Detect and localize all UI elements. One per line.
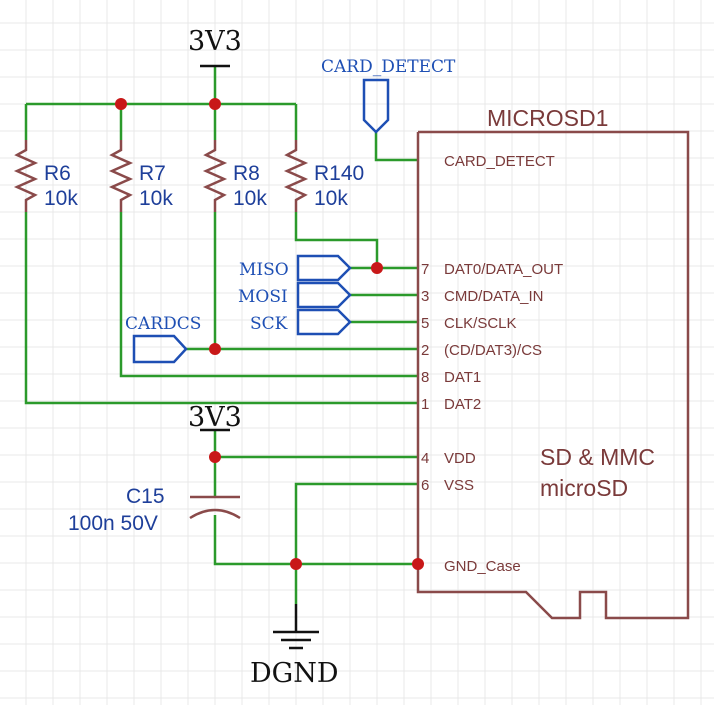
resistor-value: 10k <box>314 187 348 210</box>
net-label-sck: SCK <box>250 314 288 334</box>
ground-symbol: DGND <box>250 604 339 689</box>
junction-dot <box>290 558 302 570</box>
power-3v3-top: 3V3 <box>188 26 242 68</box>
pin-vdd: 4 VDD <box>421 450 476 467</box>
wire-dat2 <box>24 212 418 405</box>
pin-number: 1 <box>421 396 429 413</box>
pin-cs: 2 (CD/DAT3)/CS <box>421 342 542 359</box>
junction-dot <box>412 558 424 570</box>
net-label-card-detect: CARD_DETECT <box>321 57 456 77</box>
pin-name: DAT1 <box>444 369 481 386</box>
pin-cmd: 3 CMD/DATA_IN <box>421 288 543 305</box>
resistor-value: 10k <box>139 187 173 210</box>
pin-number: 7 <box>421 261 429 278</box>
pin-name: (CD/DAT3)/CS <box>444 342 542 359</box>
net-flag-miso: MISO <box>239 254 352 282</box>
resistor-r6: R6 10k <box>13 140 78 212</box>
net-label-cardcs: CARDCS <box>125 314 201 334</box>
pin-name: CLK/SCLK <box>444 315 517 332</box>
capacitor-ref: C15 <box>126 485 165 508</box>
net-label-miso: MISO <box>239 260 289 280</box>
junction-dot <box>115 98 127 110</box>
wire-cap-bottom <box>213 515 418 566</box>
ground-label: DGND <box>250 658 339 689</box>
connector-desc-line2: microSD <box>540 475 628 501</box>
resistor-r140: R140 10k <box>283 140 364 212</box>
resistor-ref: R140 <box>314 162 364 185</box>
wire-dat1 <box>119 212 418 378</box>
pin-name: VDD <box>444 450 476 467</box>
power-label-3v3-top: 3V3 <box>188 26 242 57</box>
net-flag-mosi: MOSI <box>238 281 352 309</box>
pin-dat0: 7 DAT0/DATA_OUT <box>421 261 563 278</box>
pin-dat1: 8 DAT1 <box>421 369 481 386</box>
resistor-value: 10k <box>44 187 78 210</box>
pin-name: DAT2 <box>444 396 481 413</box>
net-flag-sck: SCK <box>250 308 352 336</box>
pin-name: CMD/DATA_IN <box>444 288 543 305</box>
pin-dat2: 1 DAT2 <box>421 396 481 413</box>
power-label-3v3-cap: 3V3 <box>188 402 242 433</box>
connector-desc-line1: SD & MMC <box>540 444 655 470</box>
wire-vss <box>294 482 418 604</box>
pin-number: 6 <box>421 477 429 494</box>
pin-number: 3 <box>421 288 429 305</box>
junction-dot <box>209 98 221 110</box>
resistor-ref: R6 <box>44 162 71 185</box>
pin-number: 8 <box>421 369 429 386</box>
pin-name: GND_Case <box>444 558 521 575</box>
resistor-ref: R8 <box>233 162 260 185</box>
resistor-value: 10k <box>233 187 267 210</box>
pin-card-detect: CARD_DETECT <box>444 153 555 170</box>
pin-number: 2 <box>421 342 429 359</box>
pin-name: CARD_DETECT <box>444 153 555 170</box>
junction-dot <box>209 451 221 463</box>
net-flag-cardcs: CARDCS <box>125 314 201 364</box>
resistor-ref: R7 <box>139 162 166 185</box>
capacitor-c15: C15 100n 50V <box>68 485 241 535</box>
wire-dat0-pullup <box>294 212 379 268</box>
pin-name: VSS <box>444 477 474 494</box>
net-label-mosi: MOSI <box>238 287 288 307</box>
connector-body <box>416 130 690 620</box>
resistor-r7: R7 10k <box>108 140 173 212</box>
pin-name: DAT0/DATA_OUT <box>444 261 563 278</box>
power-3v3-cap: 3V3 <box>188 402 242 433</box>
pin-number: 4 <box>421 450 429 467</box>
pin-vss: 6 VSS <box>421 477 474 494</box>
junction-dot <box>371 262 383 274</box>
pin-number: 5 <box>421 315 429 332</box>
wire-card-detect <box>374 132 418 162</box>
pin-clk: 5 CLK/SCLK <box>421 315 517 332</box>
junction-dot <box>209 343 221 355</box>
resistor-r8: R8 10k <box>202 140 267 212</box>
pin-gnd-case: GND_Case <box>444 558 521 575</box>
capacitor-value: 100n 50V <box>68 512 158 535</box>
connector-ref: MICROSD1 <box>487 105 608 131</box>
net-flag-card-detect: CARD_DETECT <box>321 57 456 134</box>
connector-microsd1: MICROSD1 SD & MMC microSD CARD_DETECT 7 … <box>416 105 690 620</box>
junctions <box>115 98 424 570</box>
